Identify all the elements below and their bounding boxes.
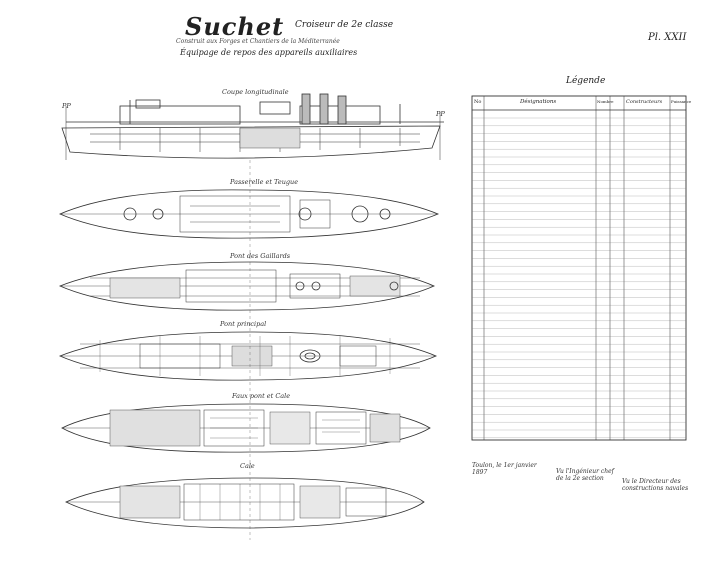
plate-number: Pl. XXII [648, 32, 687, 43]
label-frame-right: PP [436, 110, 445, 118]
label-deck4: Faux pont et Cale [232, 392, 291, 400]
label-deck2: Pont des Gaillards [230, 252, 291, 260]
footer-engineer: Vu l'Ingénieur chef de la 2e section [556, 468, 614, 482]
label-frame-left: PP [62, 102, 71, 110]
legend-header-count: Nombre [597, 99, 614, 104]
deck-plan-1 [58, 189, 440, 239]
legend-header-power: Puissance [671, 99, 692, 104]
label-deck3: Pont principal [220, 320, 267, 328]
deck-plan-4 [61, 403, 431, 453]
legend-header-designation: Désignations [520, 99, 557, 105]
drawing-title: Suchet [185, 12, 285, 41]
footer-director: Vu le Directeur des constructions navale… [622, 478, 689, 492]
legend-title: Légende [566, 76, 606, 86]
label-deck5: Cale [240, 462, 255, 470]
footer-date: Toulon, le 1er janvier 1897 [472, 462, 537, 476]
legend-header-no: No [474, 99, 482, 105]
legend-table [471, 95, 687, 441]
label-elevation: Coupe longitudinale [222, 88, 289, 96]
deck-plan-5 [65, 477, 425, 529]
legend-header-builder: Constructeurs [626, 99, 663, 105]
label-deck1: Passerelle et Teugue [230, 178, 299, 186]
deck-plan-2 [58, 261, 435, 311]
deck-plan-3 [58, 331, 438, 381]
drawing-description: Équipage de repos des appareils auxiliai… [180, 48, 358, 57]
builder-line: Construit aux Forges et Chantiers de la … [176, 38, 340, 45]
drawing-subtitle: Croiseur de 2e classe [295, 20, 394, 30]
elevation-view [61, 93, 444, 160]
